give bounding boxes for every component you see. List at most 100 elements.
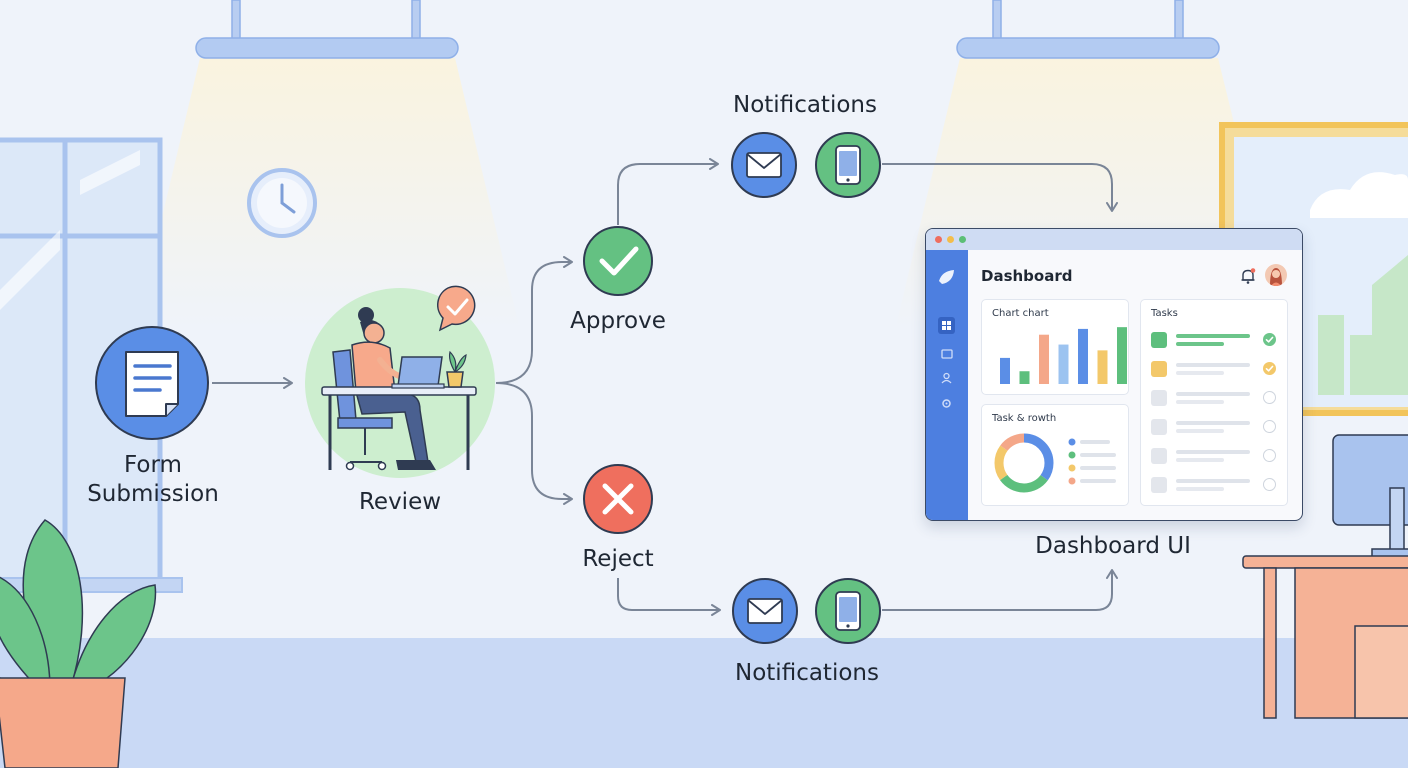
arrow-reject-to-notifications [617,578,721,616]
review-node [305,285,495,478]
check-empty-icon [1263,391,1276,404]
bar-4 [1058,344,1069,384]
donut-slice-3 [994,433,1054,493]
branch-review-to-reject [495,382,573,505]
bar-1 [1000,357,1010,384]
approve-label: Approve [570,308,666,334]
avatar [1265,264,1287,286]
check-done-icon [1263,333,1276,346]
arrow-notifications-to-dashboard-bottom [882,569,1118,611]
legend-dot-2 [1068,451,1076,459]
smartphone-icon [835,145,861,185]
form-submission-node [95,326,209,440]
window-titlebar [926,229,1302,250]
task-color-box [1151,332,1167,348]
folder-icon [941,349,953,359]
bar-2 [1019,371,1030,384]
checkmark-icon [1265,365,1274,372]
task-row [1151,359,1281,379]
task-color-box [1151,419,1167,435]
task-line [1176,450,1250,454]
bar-6 [1097,350,1108,384]
notifications-top-node [731,132,881,198]
document-icon [125,351,179,417]
grid-icon [938,317,955,334]
users-icon [941,372,952,384]
legend-line-1 [1080,440,1110,444]
notifications-bottom-node [732,578,881,644]
approve-node [583,226,653,296]
form-submission-label: Form Submission [87,452,219,507]
donut-slice-4 [994,433,1054,493]
task-subline [1176,429,1224,433]
task-color-box [1151,477,1167,493]
reject-node [583,464,653,534]
avatar-illustration [1270,268,1282,286]
task-line [1176,392,1250,396]
task-subline [1176,342,1224,346]
legend-dot-3 [1068,464,1076,472]
person-at-desk-illustration [321,307,477,471]
dashboard-ui-label: Dashboard UI [1035,533,1191,559]
task-line [1176,479,1250,483]
task-row [1151,446,1281,466]
connectors [212,158,1118,616]
notifications-bottom-label: Notifications [735,660,879,686]
task-subline [1176,400,1224,404]
donut-chart [994,433,1116,493]
task-subline [1176,371,1224,375]
review-label: Review [358,489,442,515]
check-empty-icon [1263,420,1276,433]
dashboard-title: Dashboard [981,267,1073,285]
dashboard-sidebar [926,250,968,520]
speech-bubble-check-icon [436,285,476,332]
branch-review-to-approve [495,256,573,384]
task-line [1176,363,1250,367]
smartphone-icon [835,591,861,631]
chart-card-title: Chart chart [992,308,1049,319]
task-line [1176,421,1250,425]
bar-5 [1078,328,1088,384]
logo-icon [939,270,954,284]
task-row [1151,330,1281,350]
donut-slice-2 [994,433,1054,493]
chart-card: Chart chart [981,299,1129,395]
task-color-box [1151,390,1167,406]
checkmark-icon [1265,336,1274,343]
task-color-box [1151,361,1167,377]
check-done-icon [1263,362,1276,375]
tasks-card-title: Tasks [1151,308,1178,319]
growth-card: Task & rowth [981,404,1129,506]
task-color-box [1151,448,1167,464]
task-subline [1176,458,1224,462]
legend-line-3 [1080,466,1116,470]
legend-dot-1 [1068,438,1076,446]
legend-line-4 [1080,479,1116,483]
tasks-card: Tasks [1140,299,1288,506]
task-line [1176,334,1250,338]
envelope-icon [746,152,782,178]
bar-chart [1000,327,1127,384]
window-minimize-dot [947,236,954,243]
bar-7 [1117,327,1127,384]
task-row [1151,417,1281,437]
legend-dot-4 [1068,477,1076,485]
bell-icon [1241,268,1256,284]
bar-3 [1039,334,1049,384]
x-icon [602,483,634,515]
checkmark-icon [599,246,639,276]
reject-label: Reject [582,546,654,572]
notifications-top-label: Notifications [733,92,877,118]
arrow-notifications-to-dashboard-top [882,163,1118,212]
gear-icon [942,399,951,408]
envelope-icon [747,598,783,624]
legend-line-2 [1080,453,1116,457]
dashboard-window: Dashboard Chart chart Task & rowth Tasks [925,228,1303,521]
task-subline [1176,487,1224,491]
check-empty-icon [1263,478,1276,491]
growth-card-title: Task & rowth [992,413,1057,424]
check-empty-icon [1263,449,1276,462]
task-row [1151,388,1281,408]
window-maximize-dot [959,236,966,243]
